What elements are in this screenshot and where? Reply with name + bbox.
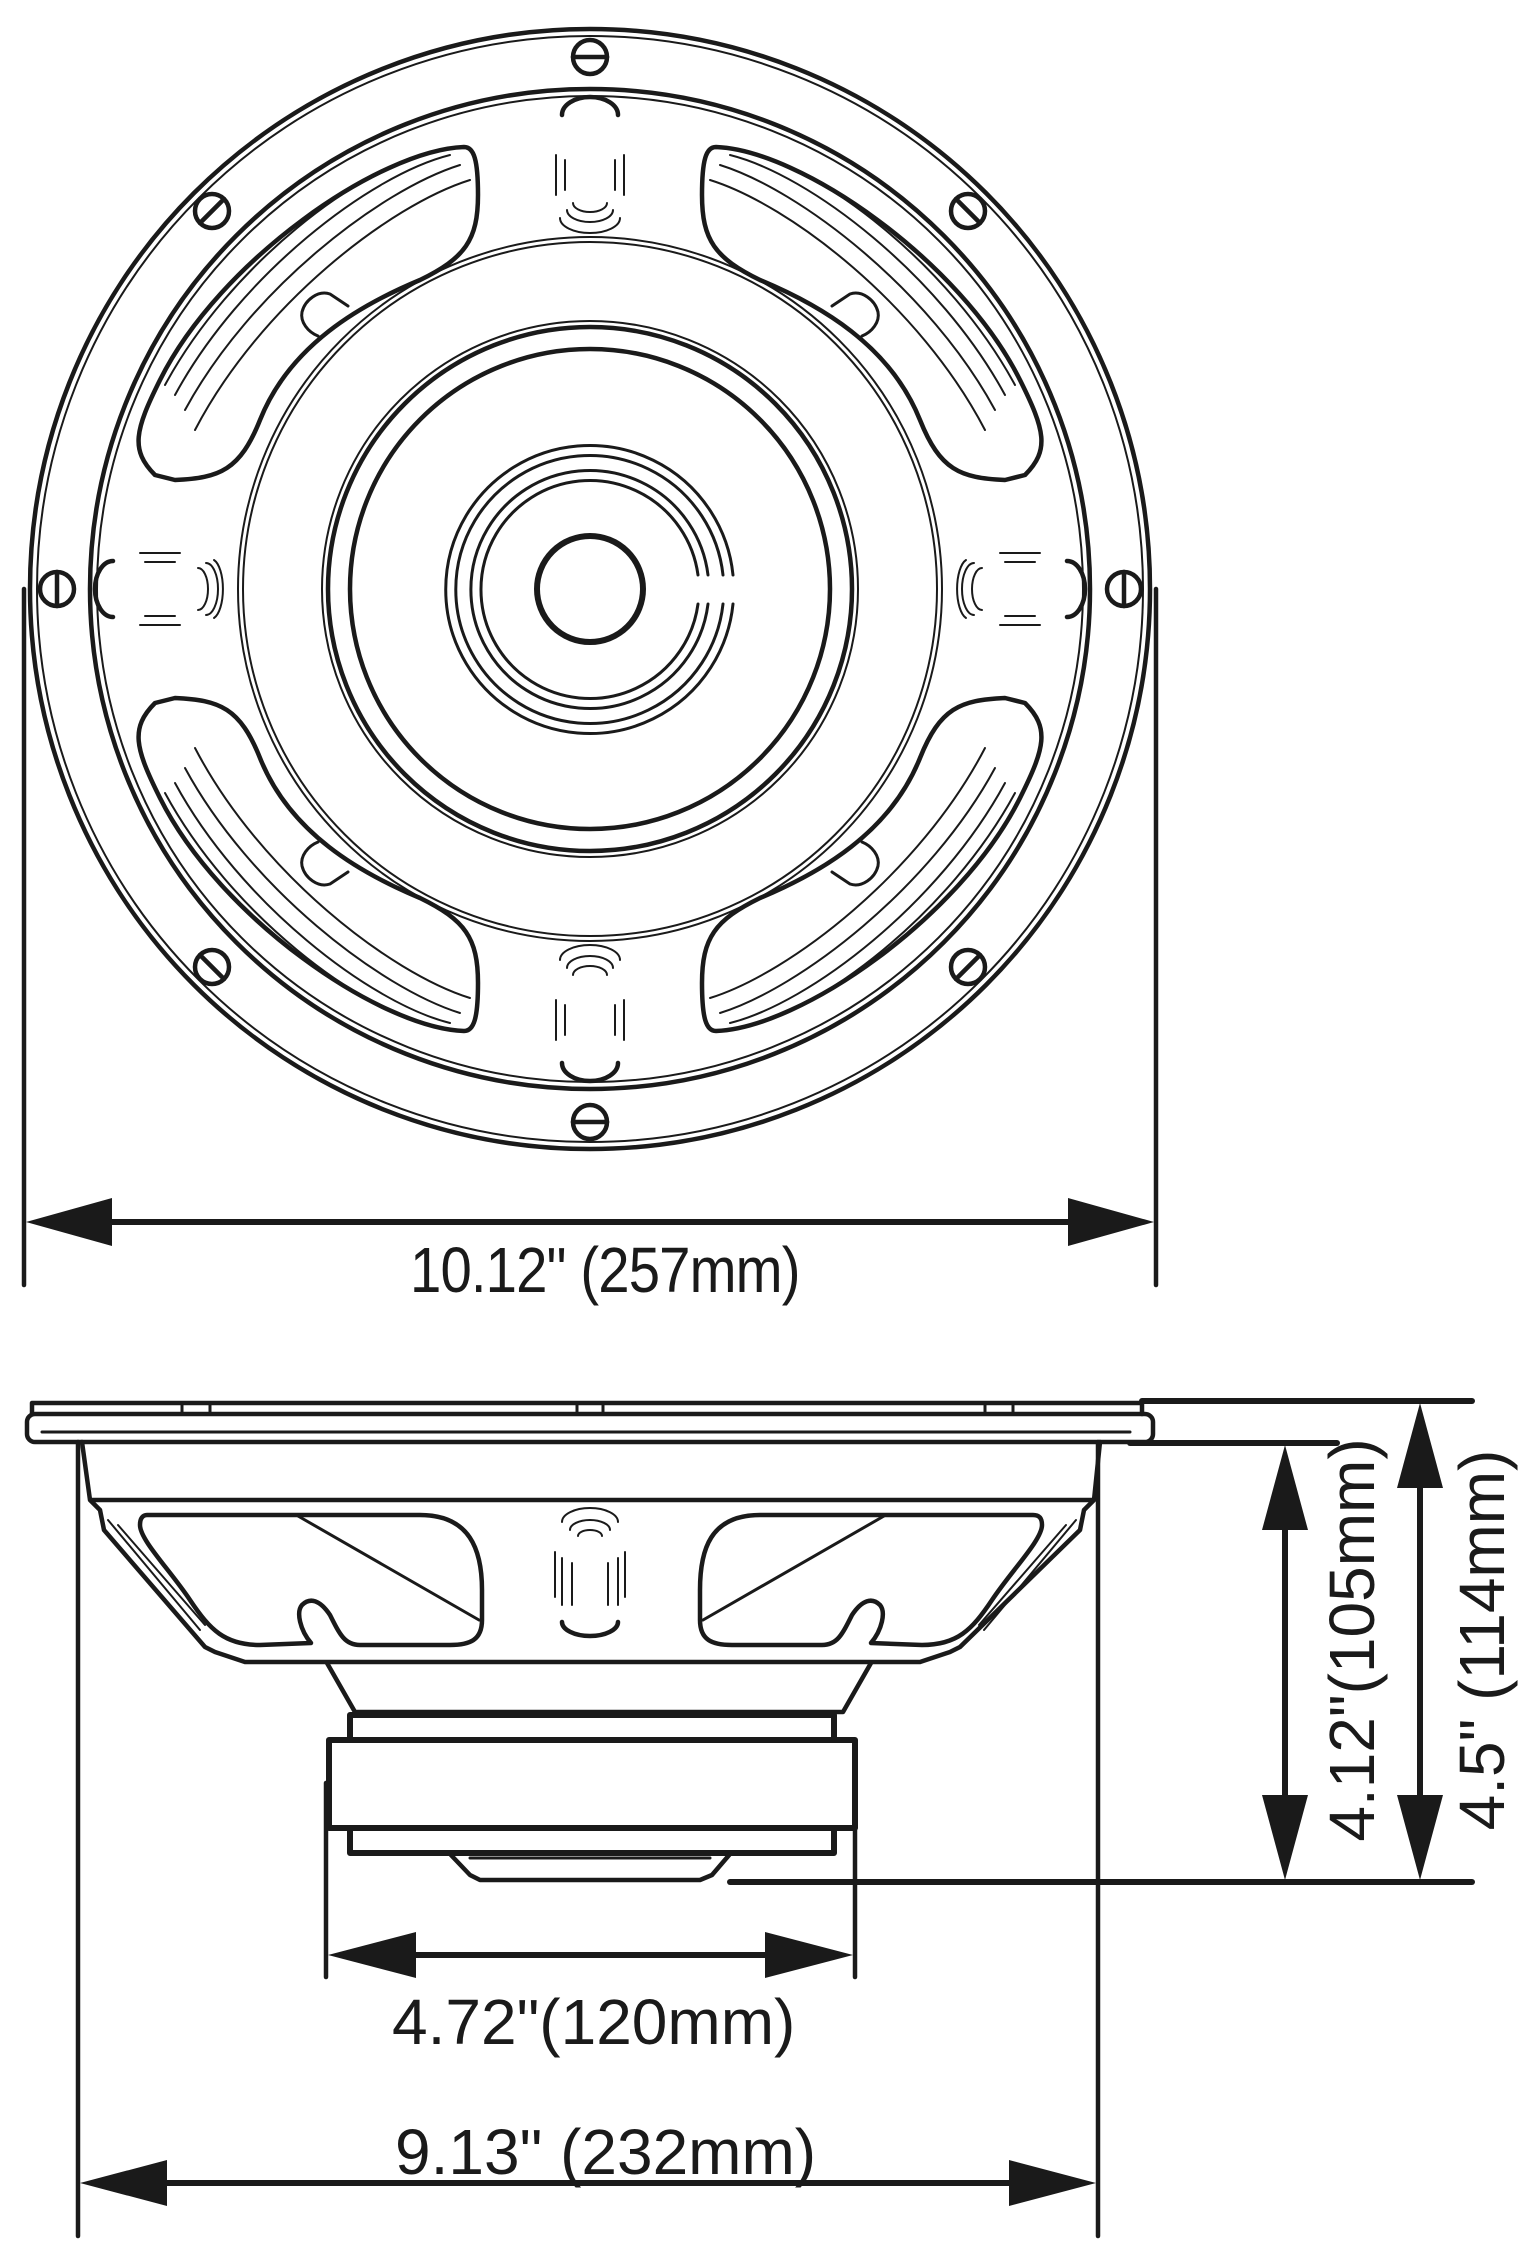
cone-rings xyxy=(321,320,859,858)
flange xyxy=(24,1411,1156,1445)
magnet-diameter-label: 4.72"(120mm) xyxy=(392,1986,796,2058)
screw-icon xyxy=(948,947,988,987)
mounting-tabs xyxy=(92,94,1088,1084)
basket xyxy=(79,1439,1103,1665)
screw-icon xyxy=(192,191,232,231)
screw-icon xyxy=(37,569,77,609)
overall-depth-label: 4.5" (114mm) xyxy=(1446,1449,1518,1831)
front-diameter-label: 10.12" (257mm) xyxy=(410,1234,800,1306)
back-plate xyxy=(347,1825,837,1856)
overall-depth-dimension xyxy=(1397,1403,1443,1880)
screw-icon xyxy=(948,191,988,231)
top-plate xyxy=(347,1712,837,1743)
basket-diameter-label: 9.13" (232mm) xyxy=(395,2116,817,2188)
spoke-windows xyxy=(136,144,1044,1034)
front-diameter-dimension xyxy=(21,586,1159,1288)
screw-icon xyxy=(570,37,610,77)
outer-rim xyxy=(27,26,1153,1152)
side-view xyxy=(24,1398,1475,2239)
mounting-depth-label: 4.12"(105mm) xyxy=(1316,1438,1388,1842)
basket-diameter-dimension xyxy=(75,1439,1101,2239)
screw-icon xyxy=(1104,569,1144,609)
mounting-depth-dimension xyxy=(1262,1445,1308,1880)
magnet xyxy=(326,1737,858,1831)
pole-piece xyxy=(447,1851,733,1883)
screw-icon xyxy=(192,947,232,987)
mounting-screws xyxy=(37,37,1144,1142)
dust-cap xyxy=(534,533,646,645)
gasket-ring xyxy=(87,86,1093,1092)
screw-icon xyxy=(570,1102,610,1142)
front-view xyxy=(21,26,1159,1288)
magnet-diameter-dimension xyxy=(323,1780,858,1980)
side-center-tab xyxy=(554,1507,626,1639)
surround-ring xyxy=(237,236,943,942)
